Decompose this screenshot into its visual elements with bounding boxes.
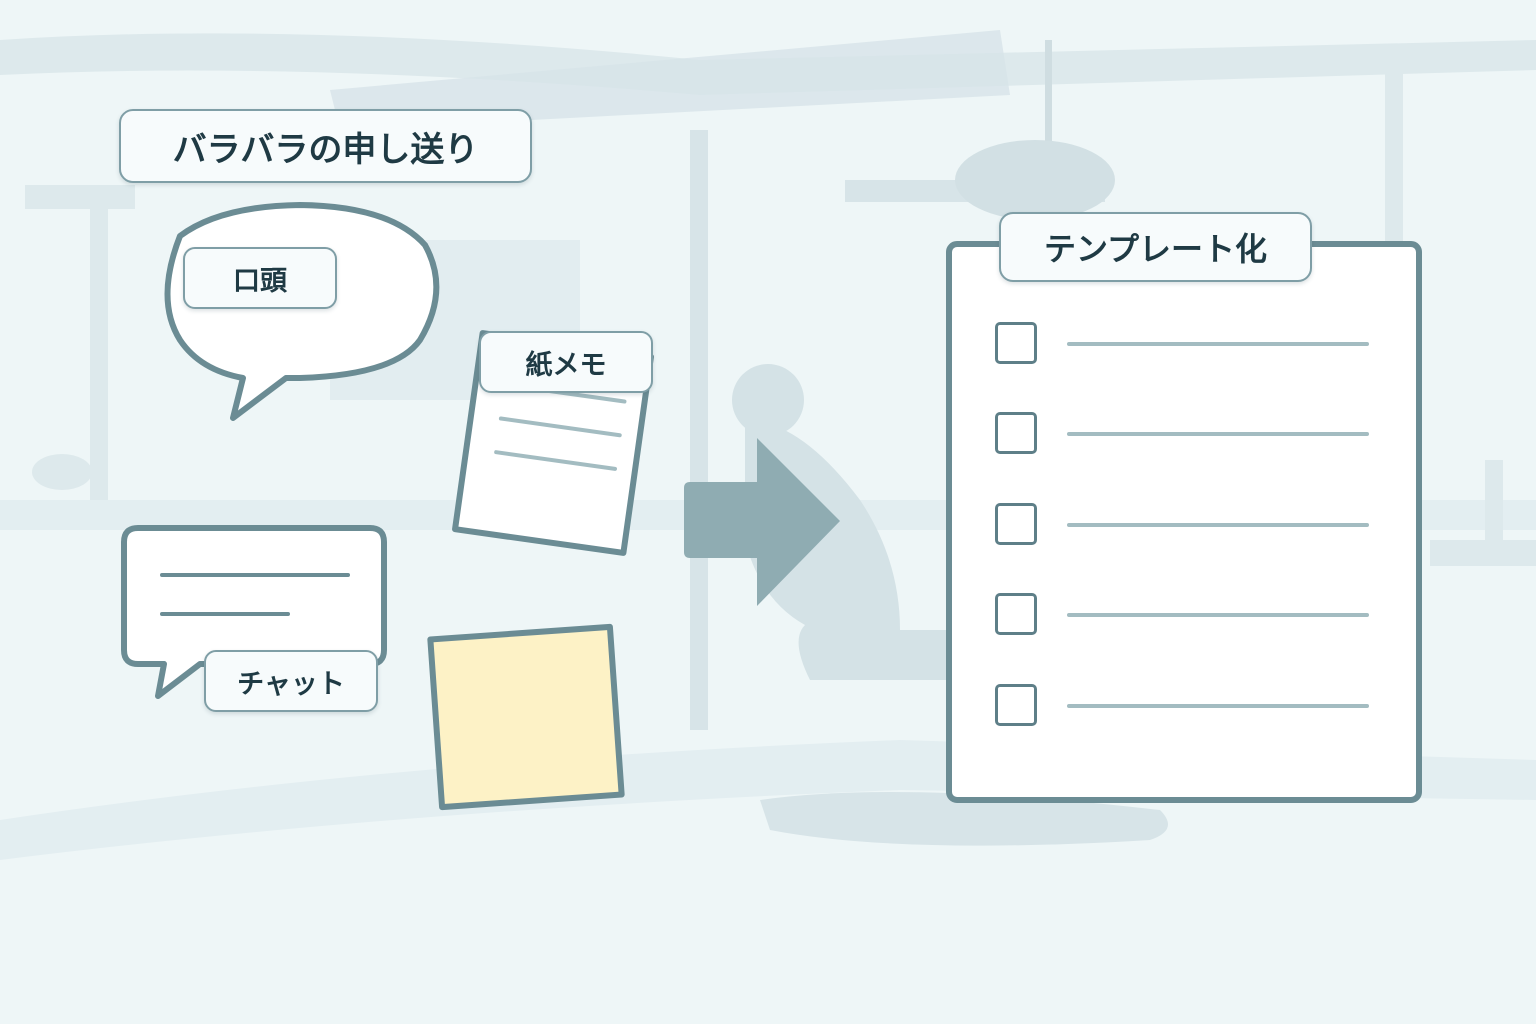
checklist-line xyxy=(1067,523,1369,527)
checkbox-icon xyxy=(995,503,1037,545)
checkbox-icon xyxy=(995,684,1037,726)
title-scattered-handover: バラバラの申し送り xyxy=(119,109,532,183)
speech-bubble-icon xyxy=(164,202,440,421)
label-chat: チャット xyxy=(204,650,378,712)
checkbox-icon xyxy=(995,593,1037,635)
title-templated: テンプレート化 xyxy=(999,212,1312,282)
checkbox-icon xyxy=(995,322,1037,364)
label-paper-memo: 紙メモ xyxy=(479,331,653,393)
checklist-line xyxy=(1067,342,1369,346)
label-verbal: 口頭 xyxy=(183,247,337,309)
checklist-item xyxy=(995,503,1375,553)
checklist-line xyxy=(1067,613,1369,617)
checklist-item xyxy=(995,322,1375,372)
sticky-note-icon xyxy=(427,623,625,811)
checklist-line xyxy=(1067,704,1369,708)
checklist-line xyxy=(1067,432,1369,436)
checklist-item xyxy=(995,593,1375,643)
checklist-item xyxy=(995,412,1375,462)
checkbox-icon xyxy=(995,412,1037,454)
checklist-item xyxy=(995,684,1375,734)
right-arrow-icon xyxy=(684,438,840,606)
